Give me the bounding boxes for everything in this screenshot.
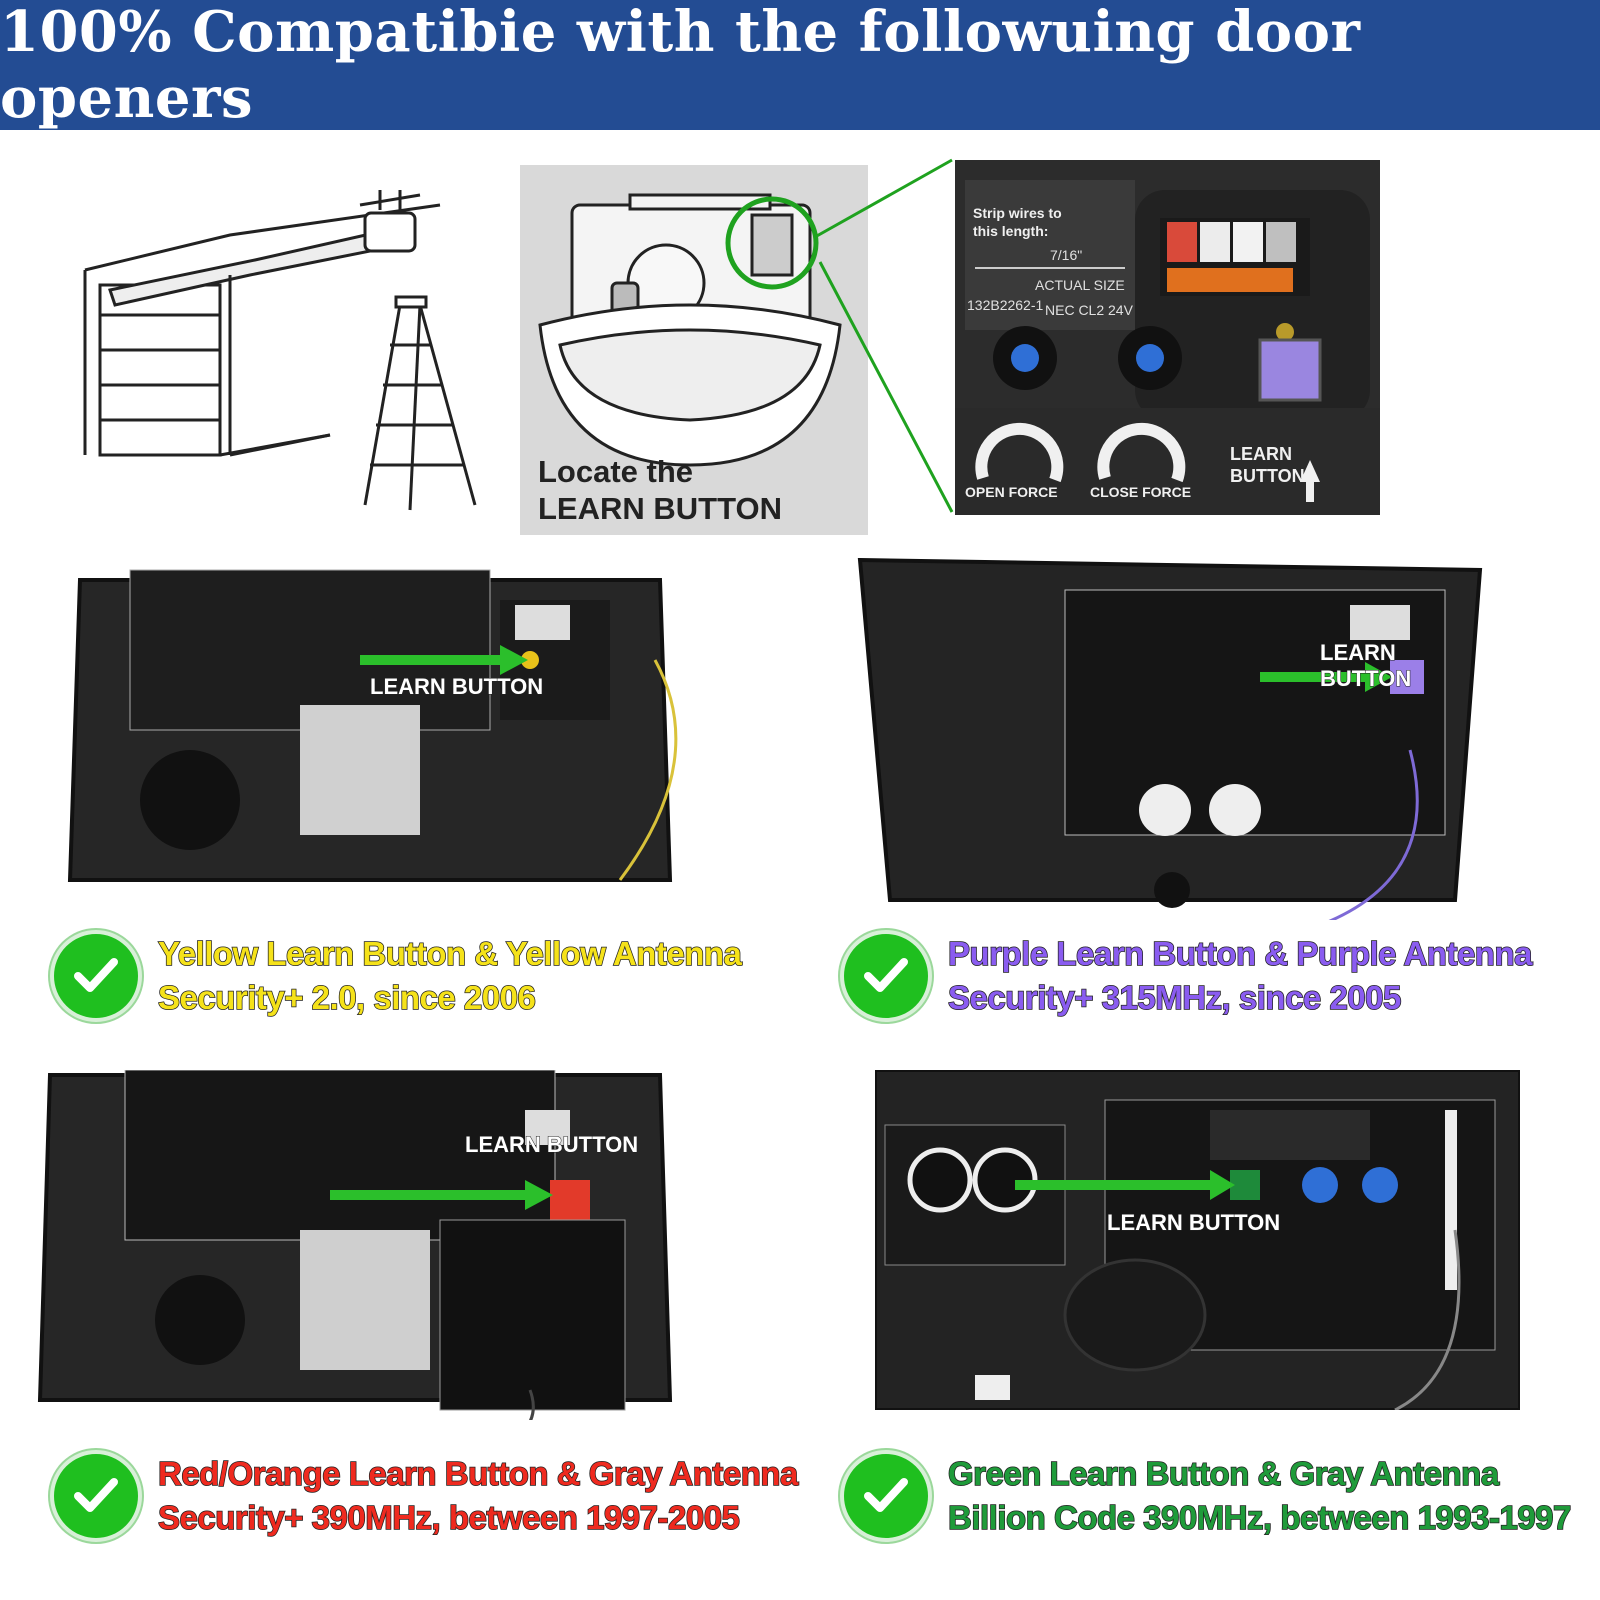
caption-green: Green Learn Button & Gray Antenna Billio…	[840, 1450, 1572, 1542]
open-force-label: OPEN FORCE	[965, 484, 1058, 500]
model-line2: Security+ 390MHz, between 1997-2005	[157, 1498, 740, 1537]
model-line1: Red/Orange Learn Button & Gray Antenna	[157, 1454, 799, 1493]
opener-panel-red: LEARN BUTTON	[30, 1069, 680, 1472]
learn-button-yellow	[521, 651, 539, 669]
strip-line1: Strip wires to	[973, 205, 1062, 221]
caption-purple: Purple Learn Button & Purple Antenna Sec…	[840, 930, 1533, 1022]
nec-rating: NEC CL2 24V	[1045, 302, 1134, 318]
closeup-learn-line1: LEARN	[1230, 444, 1292, 464]
model-line1: Green Learn Button & Gray Antenna	[947, 1454, 1500, 1493]
model-line1: Yellow Learn Button & Yellow Antenna	[157, 934, 742, 973]
model-line2: Billion Code 390MHz, between 1993-1997	[947, 1498, 1572, 1537]
actual-size-label: ACTUAL SIZE	[1035, 277, 1125, 293]
check-icon	[50, 1450, 142, 1542]
opener-panel-purple: LEARN BUTTON	[850, 550, 1490, 942]
page-title: 100% Compatibie with the followuing door…	[0, 0, 1361, 131]
learn-button-label-yellow: LEARN BUTTON	[369, 674, 544, 700]
caption-yellow: Yellow Learn Button & Yellow Antenna Sec…	[50, 930, 743, 1022]
locate-line2: LEARN BUTTON	[538, 491, 782, 526]
garage-illustration	[80, 165, 520, 535]
model-line1: Purple Learn Button & Purple Antenna	[947, 934, 1533, 973]
learn-button-label-green: LEARN BUTTON	[1106, 1210, 1281, 1236]
learn-button-label-purple: LEARN BUTTON	[1320, 640, 1412, 692]
learn-button-label-red: LEARN BUTTON	[464, 1132, 639, 1158]
strip-measure: 7/16"	[1050, 247, 1082, 263]
strip-line2: this length:	[973, 223, 1048, 239]
closeup-learn-line2: BUTTON	[1230, 466, 1305, 486]
close-force-label: CLOSE FORCE	[1090, 484, 1191, 500]
part-number: 132B2262-1	[967, 297, 1044, 313]
learn-button-red	[550, 1180, 590, 1220]
model-line2: Security+ 2.0, since 2006	[157, 978, 536, 1017]
title-banner: 100% Compatibie with the followuing door…	[0, 0, 1600, 131]
check-icon	[840, 1450, 932, 1542]
check-icon	[840, 930, 932, 1022]
check-icon	[50, 930, 142, 1022]
locate-line1: Locate the	[538, 454, 694, 489]
learn-button-closeup: Strip wires to this length: 7/16" ACTUAL…	[955, 160, 1380, 515]
opener-panel-yellow: LEARN BUTTON	[60, 560, 680, 900]
caption-red: Red/Orange Learn Button & Gray Antenna S…	[50, 1450, 799, 1542]
opener-locate-illustration: Locate the LEARN BUTTON	[520, 165, 868, 535]
learn-button-purple	[1390, 660, 1424, 694]
opener-panel-green: LEARN BUTTON	[873, 1068, 1522, 1412]
model-line2: Security+ 315MHz, since 2005	[947, 978, 1402, 1017]
